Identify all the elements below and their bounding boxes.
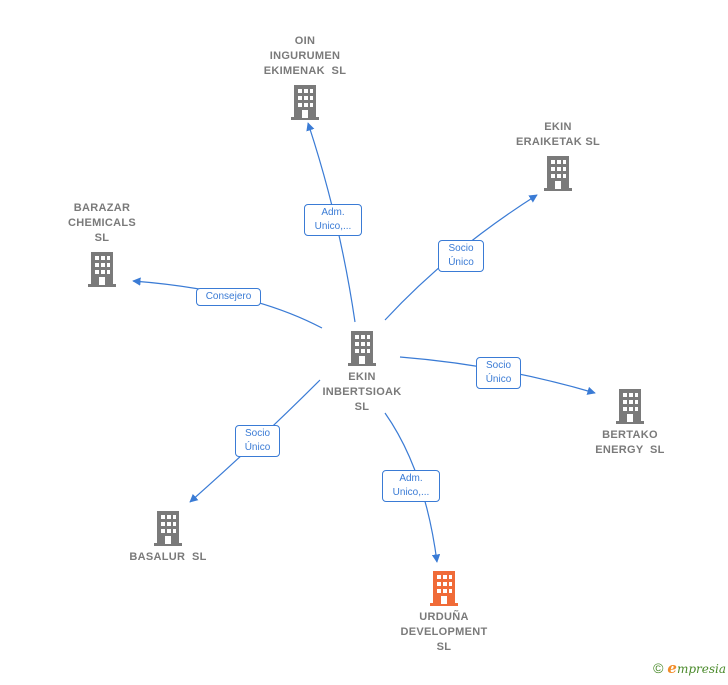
building-icon	[544, 156, 572, 191]
node-urduna-label: URDUÑA DEVELOPMENT SL	[400, 611, 488, 653]
building-icon	[291, 85, 319, 120]
edge-label-bertako[interactable]: Socio Único	[476, 357, 521, 389]
edge-label-barazar-text: Consejero	[205, 291, 252, 302]
edge-label-oin-text: Adm. Unico,...	[314, 207, 352, 232]
node-urduna[interactable]: URDUÑA DEVELOPMENT SL	[388, 570, 500, 655]
edge-label-basalur[interactable]: Socio Único	[235, 425, 280, 457]
node-ekin-eraiketak[interactable]: EKIN ERAIKETAK SL	[508, 120, 608, 191]
building-icon	[154, 511, 182, 546]
node-center-label: EKIN INBERTSIOAK SL	[322, 371, 402, 413]
edge-label-barazar[interactable]: Consejero	[196, 288, 261, 306]
footer-brand: ©empresia	[653, 659, 726, 677]
edge-label-ekin-eraiketak[interactable]: Socio Único	[438, 240, 484, 272]
node-center[interactable]: EKIN INBERTSIOAK SL	[312, 330, 412, 415]
node-bertako[interactable]: BERTAKO ENERGY SL	[580, 388, 680, 458]
node-basalur[interactable]: BASALUR SL	[118, 510, 218, 565]
building-icon	[430, 571, 458, 606]
copyright-symbol: ©	[653, 660, 664, 676]
edge-label-urduna[interactable]: Adm. Unico,...	[382, 470, 440, 502]
edge-label-basalur-text: Socio Único	[244, 428, 271, 453]
building-icon	[348, 331, 376, 366]
node-basalur-label: BASALUR SL	[129, 551, 207, 563]
edge-label-urduna-text: Adm. Unico,...	[392, 473, 430, 498]
empresia-logo-e: e	[667, 659, 677, 677]
node-ekin-eraiketak-label: EKIN ERAIKETAK SL	[515, 121, 601, 148]
edge-label-ekin-eraiketak-text: Socio Único	[448, 243, 474, 268]
edge-label-bertako-text: Socio Único	[485, 360, 512, 385]
empresia-logo-text: mpresia	[676, 662, 726, 676]
edge-label-oin[interactable]: Adm. Unico,...	[304, 204, 362, 236]
node-barazar-label: BARAZAR CHEMICALS SL	[67, 202, 137, 244]
node-oin-label: OIN INGURUMEN EKIMENAK SL	[263, 35, 347, 77]
node-oin[interactable]: OIN INGURUMEN EKIMENAK SL	[250, 34, 360, 120]
building-icon	[88, 252, 116, 287]
node-bertako-label: BERTAKO ENERGY SL	[595, 429, 665, 456]
node-barazar[interactable]: BARAZAR CHEMICALS SL	[52, 201, 152, 287]
building-icon	[616, 389, 644, 424]
